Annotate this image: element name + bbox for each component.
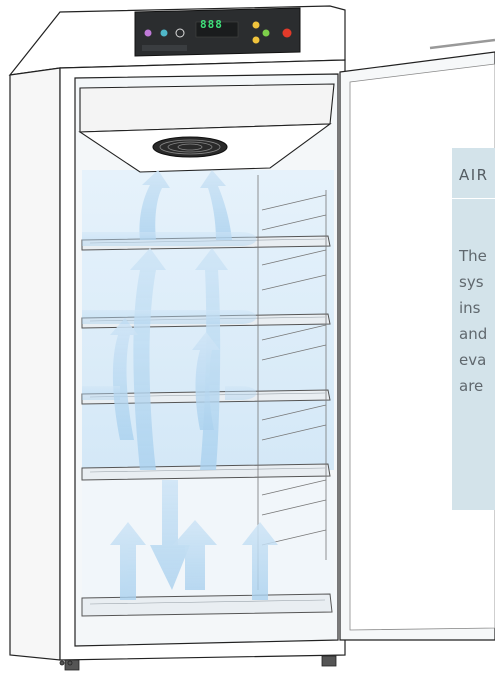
fan-icon (153, 137, 227, 157)
control-button-icon[interactable] (253, 22, 260, 29)
info-panel-line: are (459, 376, 483, 396)
airflow-arrow-icon (82, 232, 257, 246)
info-panel-title: AIR (459, 166, 489, 184)
control-button-icon[interactable] (161, 30, 168, 37)
info-panel-line: The (459, 246, 487, 266)
info-panel-line: and (459, 324, 487, 344)
temperature-display: 888 (200, 18, 223, 31)
info-panel-line: ins (459, 298, 481, 318)
info-panel-line: sys (459, 272, 484, 292)
power-button-icon[interactable] (283, 29, 292, 38)
info-panel-line: eva (459, 350, 486, 370)
airflow-arrow-icon (82, 310, 257, 324)
airflow-arrow-icon (82, 386, 120, 400)
control-button-icon[interactable] (263, 30, 270, 37)
info-panel-divider (452, 198, 495, 199)
control-button-icon[interactable] (145, 30, 152, 37)
control-button-icon[interactable] (253, 37, 260, 44)
control-panel (135, 8, 300, 56)
airflow-arrow-icon (225, 386, 257, 400)
